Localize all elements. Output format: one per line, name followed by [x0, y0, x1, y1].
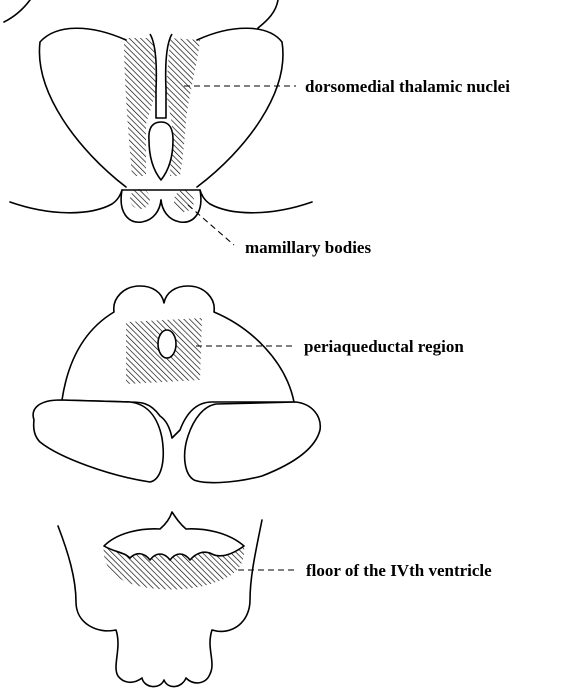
periaqueductal-label: periaqueductal region — [304, 337, 464, 356]
left-thalamic-lobe — [39, 28, 126, 187]
mamillary-hatch-left — [130, 189, 150, 209]
cerebral-aqueduct — [158, 330, 176, 358]
midbrain-section: periaqueductal region — [33, 286, 464, 483]
fourth-ventricle-label: floor of the IVth ventricle — [306, 561, 492, 580]
section1-top-right-fragment — [258, 0, 278, 28]
left-cerebral-peduncle — [33, 400, 163, 482]
fourth-ventricle-roof — [104, 512, 244, 560]
thalamic-section: dorsomedial thalamic nuclei mamillary bo… — [4, 0, 510, 257]
right-cerebral-peduncle — [185, 402, 321, 483]
third-ventricle-bulb — [149, 122, 173, 180]
right-thalamic-lobe — [197, 28, 283, 187]
mamillary-label: mamillary bodies — [245, 238, 371, 257]
mamillary-hatch-right — [174, 190, 194, 212]
section1-top-left-fragment — [4, 0, 30, 22]
hindbrain-section: floor of the IVth ventricle — [58, 512, 492, 687]
dorsomedial-label: dorsomedial thalamic nuclei — [305, 77, 510, 96]
